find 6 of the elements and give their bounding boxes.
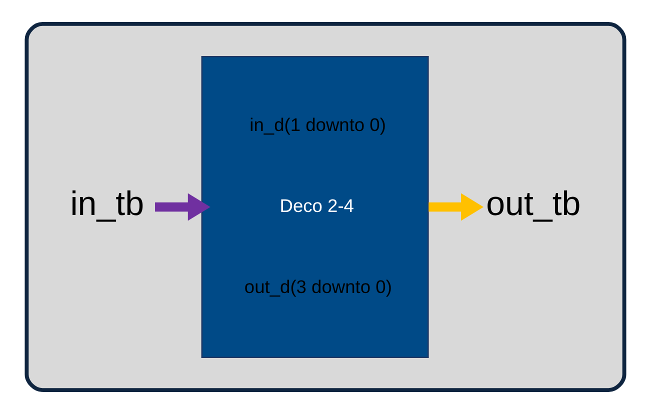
arrow	[155, 193, 210, 221]
node-text: in_tb	[70, 185, 144, 224]
cluster	[24, 22, 626, 392]
node-box: in_d(1 downto 0) Deco 2-4 out_d(3 downto 0)	[201, 56, 429, 358]
arrow	[428, 193, 484, 221]
node-text: out_tb	[486, 185, 581, 224]
